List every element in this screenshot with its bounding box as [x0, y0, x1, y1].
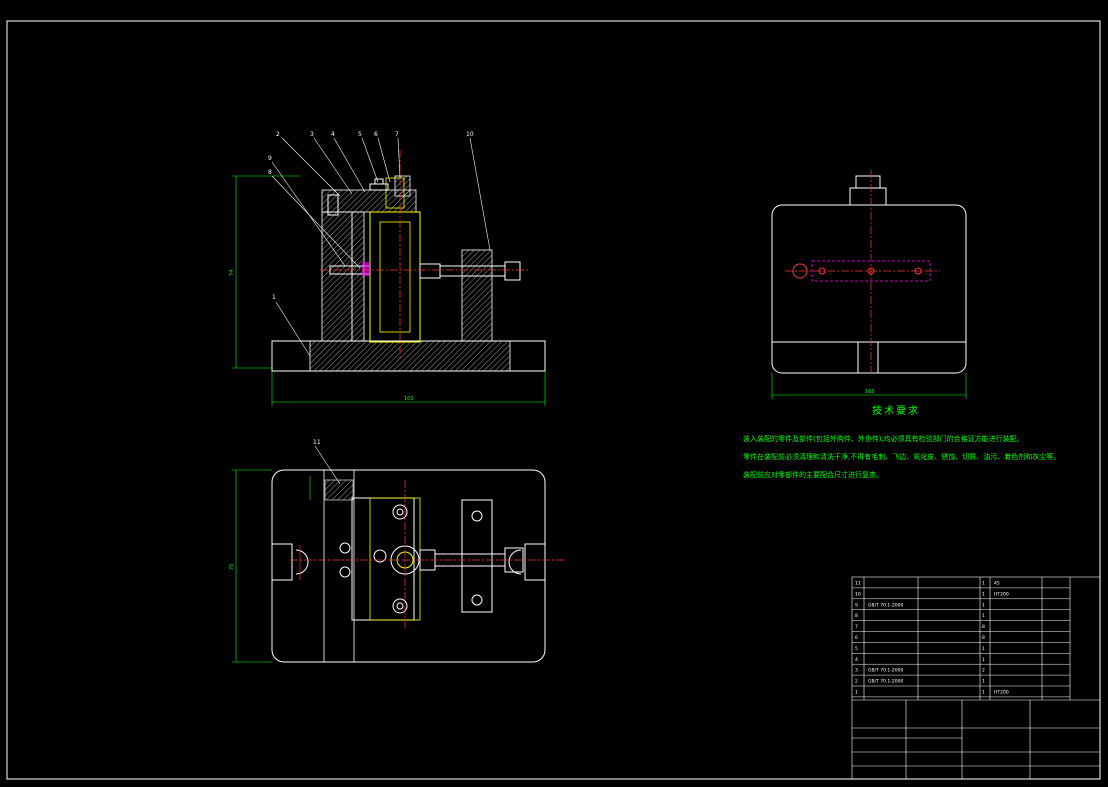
tech-requirement-line-2: 零件在装配前必须清理和清洗干净,不得有毛刺、飞边、氧化皮、锈蚀、切屑、油污、着色…	[743, 453, 1061, 461]
bom-cell: 1	[982, 602, 985, 608]
bom-cell: 1	[982, 591, 985, 597]
top-view: 11 70	[229, 439, 565, 663]
balloon-3: 3	[310, 131, 314, 138]
bom-cell: 2	[855, 679, 858, 685]
bom-cell: 8	[982, 624, 985, 630]
bom-cell: 45	[994, 581, 1000, 587]
front-view: 2 3 4 5 6 7 10 9 8 1 74 100	[229, 131, 546, 406]
bom-cell: 1	[982, 613, 985, 619]
balloon-7: 7	[395, 131, 399, 138]
balloon-11: 11	[313, 439, 321, 446]
balloon-6: 6	[374, 131, 378, 138]
front-height-dim: 74	[229, 270, 235, 276]
bom-cell: 10	[855, 591, 861, 597]
bom-cell: 1	[982, 646, 985, 652]
tech-requirement-line-3: 装配前应对零部件的主要配合尺寸进行复查。	[743, 471, 883, 479]
balloon-9: 9	[268, 155, 272, 162]
bom-cell: GB/T 70.1-2000	[868, 602, 904, 608]
side-view: 160	[771, 170, 967, 399]
drawing-frame	[6, 20, 1101, 780]
bom-cell: 1	[982, 657, 985, 663]
bom-cell: 9	[855, 602, 858, 608]
bom-cell: GB/T 70.1-2000	[868, 679, 904, 685]
bom-cell: 1	[982, 581, 985, 587]
bom-cell: HT200	[994, 690, 1009, 696]
balloon-1: 1	[272, 294, 276, 301]
front-width-dim: 100	[404, 396, 414, 402]
bom-cell: 4	[855, 657, 858, 663]
bom-cell: 8	[855, 613, 858, 619]
balloon-8: 8	[268, 169, 272, 176]
bom-cell: 6	[855, 635, 858, 641]
top-height-dim: 70	[229, 564, 235, 570]
bom-cell: 5	[855, 646, 858, 652]
balloon-2: 2	[276, 131, 280, 138]
bom-cell: 1	[982, 690, 985, 696]
bom-cell: 3	[855, 668, 858, 674]
bom-cell: GB/T 70.1-2000	[868, 668, 904, 674]
bom-cell: 2	[982, 668, 985, 674]
bom-cell: 8	[982, 635, 985, 641]
side-width-dim: 160	[865, 389, 875, 395]
bom-cell: 11	[855, 581, 861, 587]
bom-cell: 1	[855, 690, 858, 696]
bom-cell: HT200	[994, 591, 1009, 597]
tech-requirements-title: 技术要求	[872, 406, 920, 417]
title-block	[851, 576, 1101, 780]
tech-requirement-line-1: 装入装配的零件及部件(包括外购件、外协件),均必须具有检验部门的合格证方能进行装…	[743, 435, 1024, 443]
bom-cell: 7	[855, 624, 858, 630]
balloon-4: 4	[331, 131, 335, 138]
balloon-5: 5	[358, 131, 362, 138]
bom-cell: 1	[982, 679, 985, 685]
balloon-10: 10	[466, 131, 474, 138]
